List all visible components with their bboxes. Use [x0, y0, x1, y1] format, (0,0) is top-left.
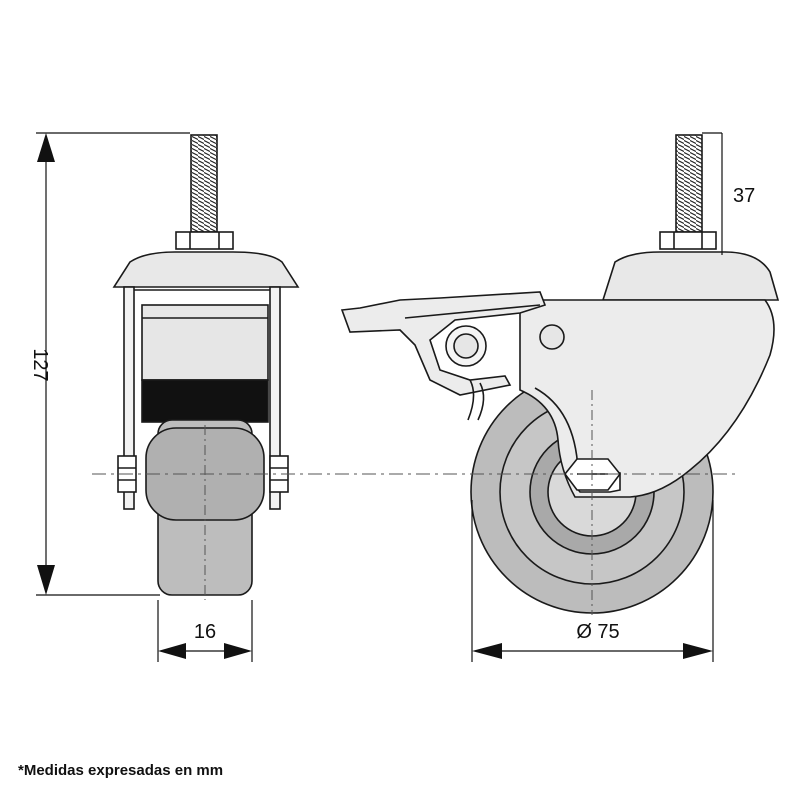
label-height: 127: [29, 348, 51, 381]
side-brake-lever: [340, 291, 547, 396]
side-fork-plate: [519, 299, 775, 498]
arrow-width-left: [158, 643, 186, 659]
side-view: [340, 134, 780, 615]
front-rubber-band: [141, 379, 269, 423]
side-housing-cap: [601, 251, 780, 301]
front-fork-left: [123, 286, 135, 510]
side-nut: [659, 231, 717, 250]
arrow-width-right: [224, 643, 252, 659]
side-stem: [675, 134, 703, 233]
front-nut: [175, 231, 234, 250]
arrow-diameter-right: [683, 643, 713, 659]
arrow-diameter-left: [472, 643, 502, 659]
side-pivot-hole-2: [539, 324, 565, 350]
dimension-arrows: [37, 133, 713, 659]
front-housing-cap: [112, 251, 300, 288]
front-body-block: [141, 304, 269, 381]
front-fork-right: [269, 286, 281, 510]
dimension-lines: [36, 132, 723, 662]
units-footnote: *Medidas expresadas en mm: [18, 762, 224, 779]
side-pivot-hole-1-inner: [453, 333, 479, 359]
label-wheel-width: 16: [194, 621, 216, 643]
arrow-height-bottom: [37, 565, 55, 595]
front-stem: [190, 134, 218, 233]
label-wheel-diameter: Ø 75: [576, 621, 619, 643]
label-stem-length: 37: [733, 185, 755, 207]
front-view: [112, 134, 300, 600]
arrow-height-top: [37, 133, 55, 162]
